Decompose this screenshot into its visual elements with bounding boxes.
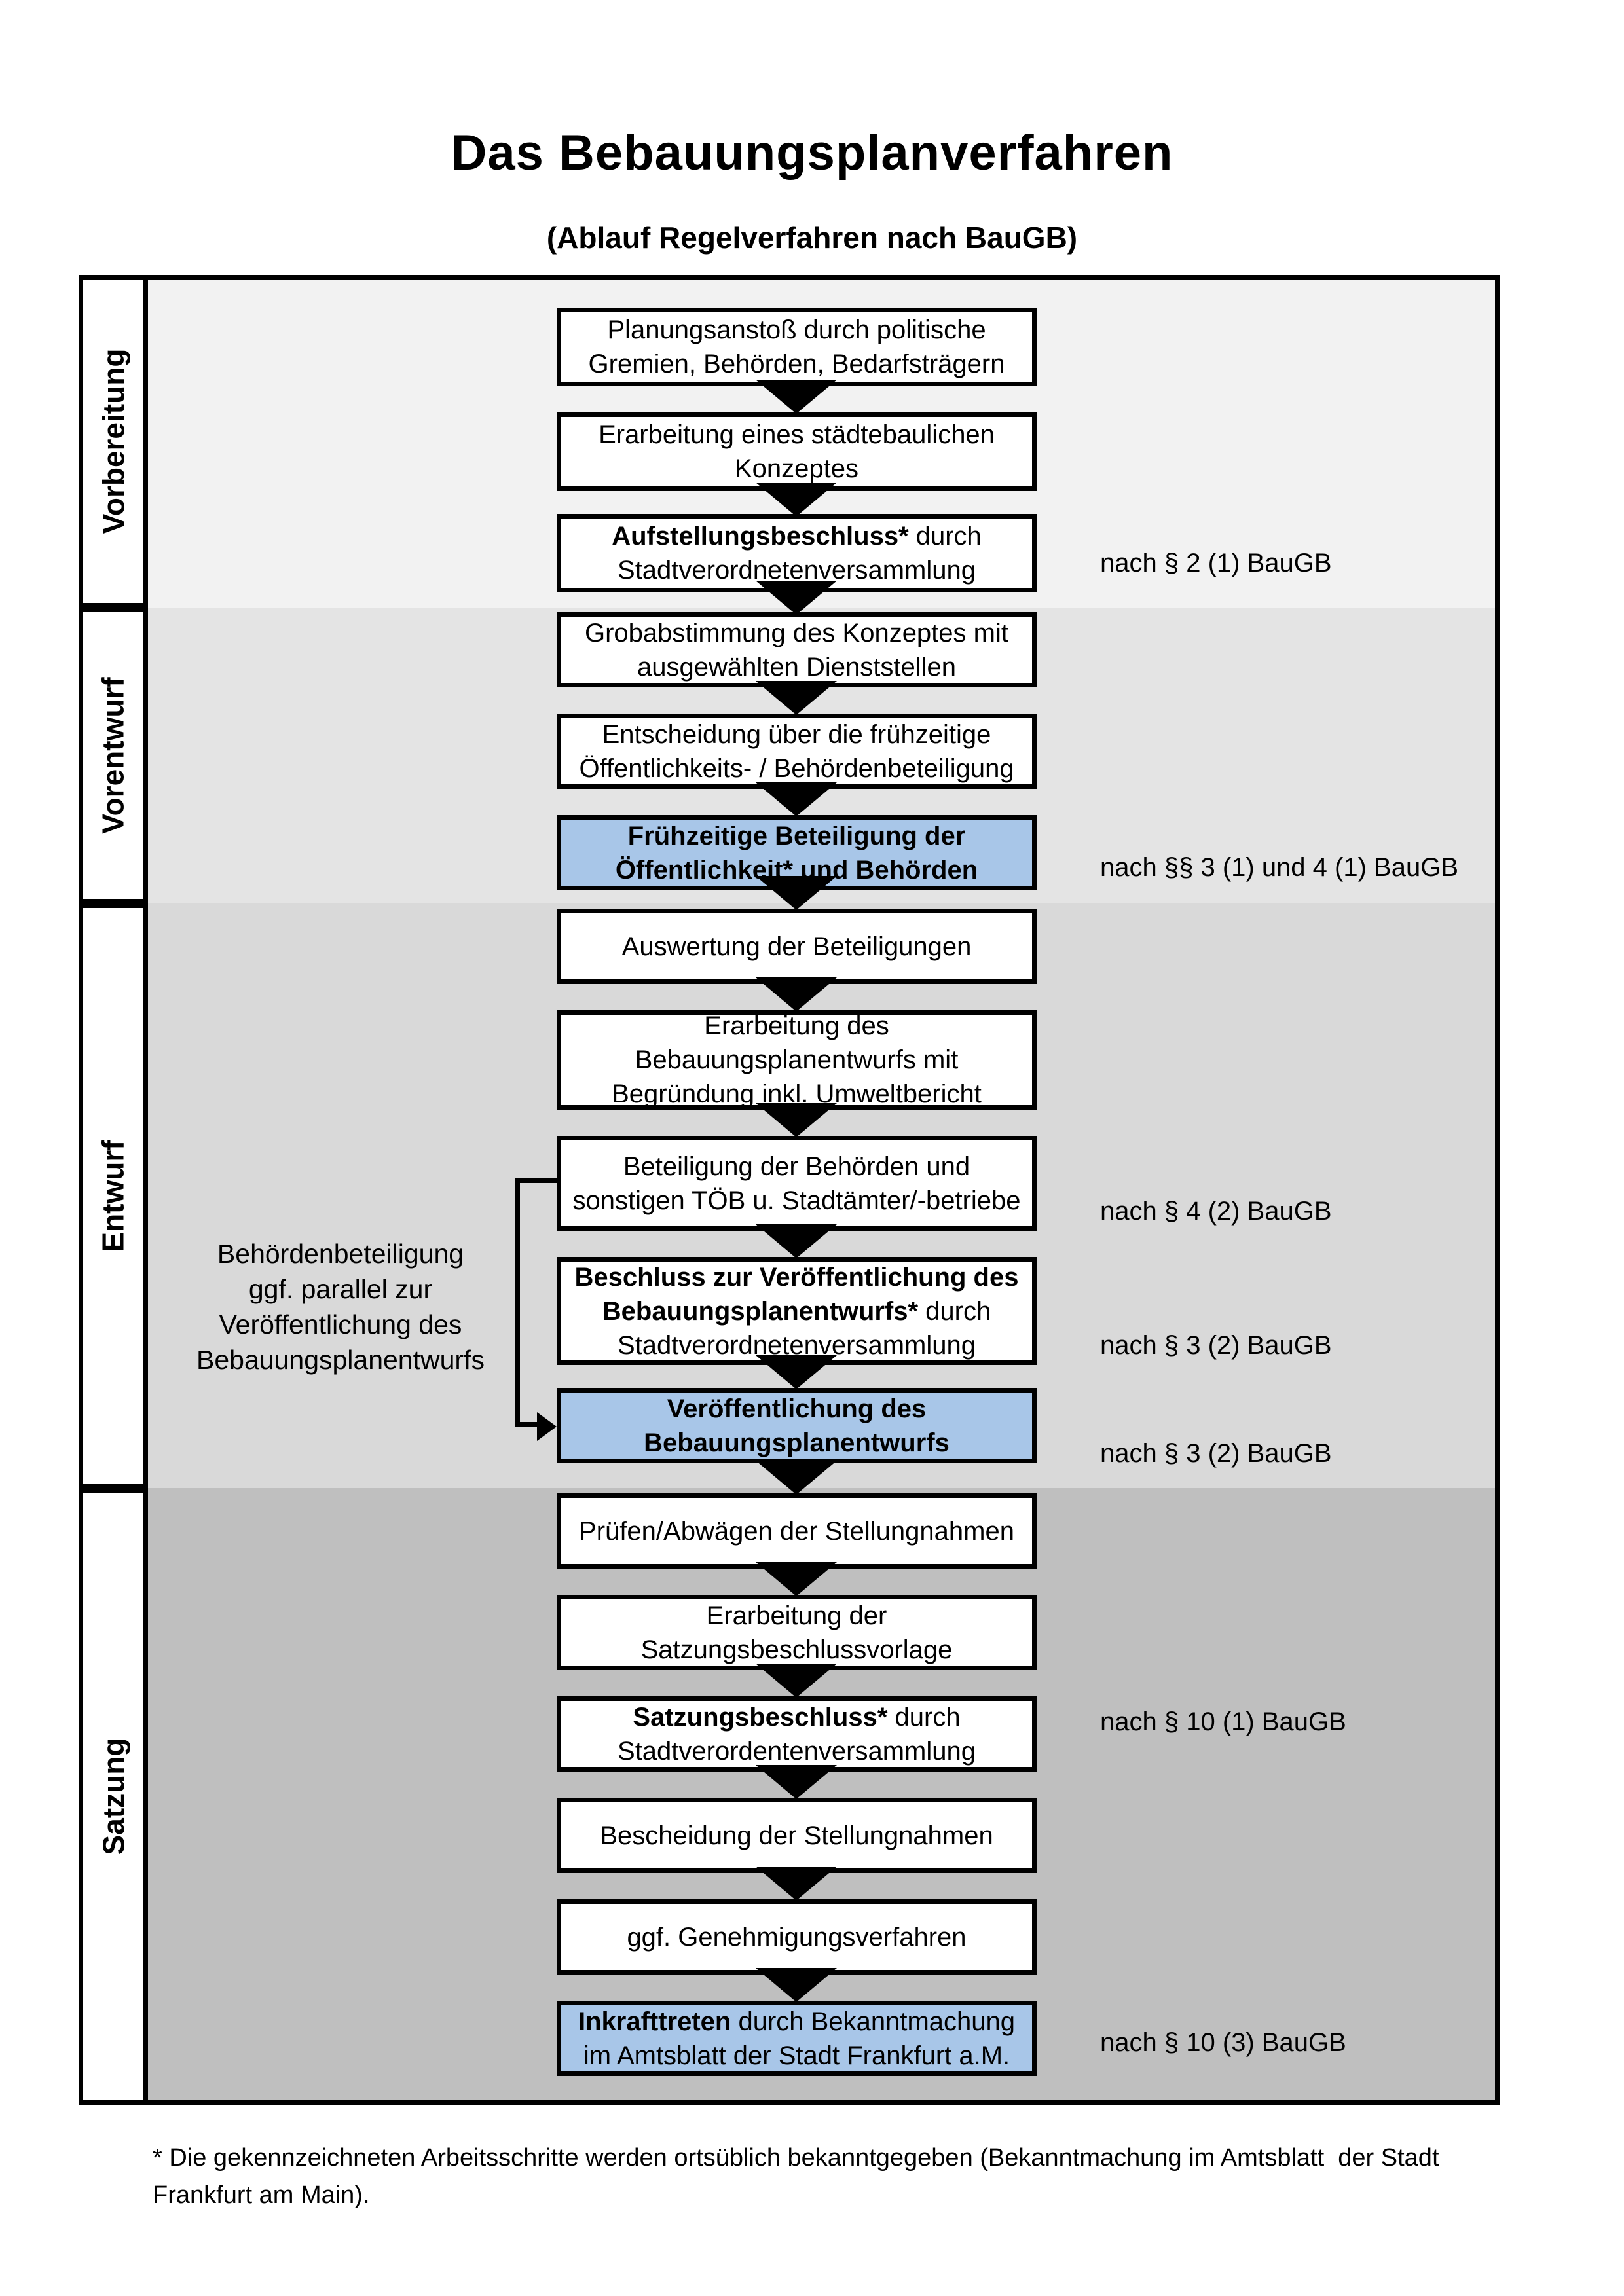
phase-label-text: Satzung [96,1738,131,1855]
footnote: * Die gekennzeichneten Arbeitsschritte w… [153,2140,1547,2214]
law-ref-par10-1: nach § 10 (1) BauGB [1100,1707,1346,1736]
law-ref-par3-4: nach §§ 3 (1) und 4 (1) BauGB [1100,853,1458,882]
step-box-entwurf-erarbeitung: Erarbeitung des Bebauungsplanentwurfs mi… [557,1010,1037,1110]
law-ref-par3-2a: nach § 3 (2) BauGB [1100,1331,1332,1360]
law-ref-par2: nach § 2 (1) BauGB [1100,549,1332,577]
law-ref-par10-3: nach § 10 (3) BauGB [1100,2028,1346,2057]
step-box-veroeffentlichungs-beschluss: Beschluss zur Veröffentlichung des Bebau… [557,1257,1037,1365]
flow-arrow-down-icon [756,1664,837,1698]
step-box-planungsanstoss: Planungsanstoß durch politische Gremien,… [557,308,1037,386]
flow-arrow-down-icon [756,977,837,1011]
step-box-behoerden-beteiligung: Beteiligung der Behörden und sonstigen T… [557,1136,1037,1231]
arrow-right-icon [537,1412,557,1441]
flow-arrow-down-icon [756,681,837,715]
phase-label-text: Entwurf [96,1139,131,1252]
footnote-line-2: Frankfurt am Main). [153,2181,370,2209]
elbow-connector-horizontal-top [515,1178,559,1183]
step-box-grobabstimmung: Grobabstimmung des Konzeptes mit ausgewä… [557,612,1037,687]
step-box-konzept-erarbeitung: Erarbeitung eines städtebaulichen Konzep… [557,412,1037,491]
step-box-bescheidung: Bescheidung der Stellungnahmen [557,1798,1037,1873]
law-ref-par4-2: nach § 4 (2) BauGB [1100,1197,1332,1226]
step-box-satzungsbeschluss: Satzungsbeschluss* durch Stadtverordente… [557,1696,1037,1772]
flow-arrow-down-icon [756,1461,837,1495]
flow-arrow-down-icon [756,1103,837,1137]
flow-arrow-down-icon [756,1765,837,1799]
law-ref-par3-2b: nach § 3 (2) BauGB [1100,1439,1332,1468]
flow-arrow-down-icon [756,876,837,910]
phase-label-vorbereitung: Vorbereitung [79,275,148,608]
side-note-behoerdenbeteiligung: Behördenbeteiligung ggf. parallel zur Ve… [196,1239,485,1375]
phase-label-entwurf: Entwurf [79,903,148,1488]
flow-arrow-down-icon [756,1867,837,1901]
flow-arrow-down-icon [756,581,837,615]
step-box-entscheidung-beteiligung: Entscheidung über die frühzeitige Öffent… [557,714,1037,789]
phase-label-text: Vorentwurf [96,677,130,834]
flow-arrow-down-icon [756,782,837,816]
elbow-connector-horizontal-bottom [515,1422,540,1427]
step-box-auswertung: Auswertung der Beteiligungen [557,909,1037,984]
step-box-pruefen-abwaegen: Prüfen/Abwägen der Stellungnahmen [557,1493,1037,1569]
footnote-line-1: * Die gekennzeichneten Arbeitsschritte w… [153,2144,1439,2172]
elbow-connector-vertical [515,1178,520,1427]
phase-label-satzung: Satzung [79,1488,148,2105]
step-box-genehmigungsverfahren: ggf. Genehmigungsverfahren [557,1899,1037,1975]
flow-arrow-down-icon [756,1355,837,1389]
step-box-inkrafttreten: Inkrafttreten durch Bekanntmachung im Am… [557,2001,1037,2076]
flow-arrow-down-icon [756,1224,837,1258]
flow-arrow-down-icon [756,380,837,414]
step-box-veroeffentlichung: Veröffentlichung des Bebauungsplanentwur… [557,1388,1037,1463]
flow-arrow-down-icon [756,1968,837,2002]
step-box-satzungsvorlage: Erarbeitung der Satzungsbeschlussvorlage [557,1595,1037,1670]
phase-label-text: Vorbereitung [96,348,131,534]
flow-arrow-down-icon [756,1562,837,1596]
flow-arrow-down-icon [756,483,837,517]
page-title: Das Bebauungsplanverfahren [451,125,1173,181]
phase-label-vorentwurf: Vorentwurf [79,608,148,903]
page-subtitle: (Ablauf Regelverfahren nach BauGB) [546,221,1078,255]
